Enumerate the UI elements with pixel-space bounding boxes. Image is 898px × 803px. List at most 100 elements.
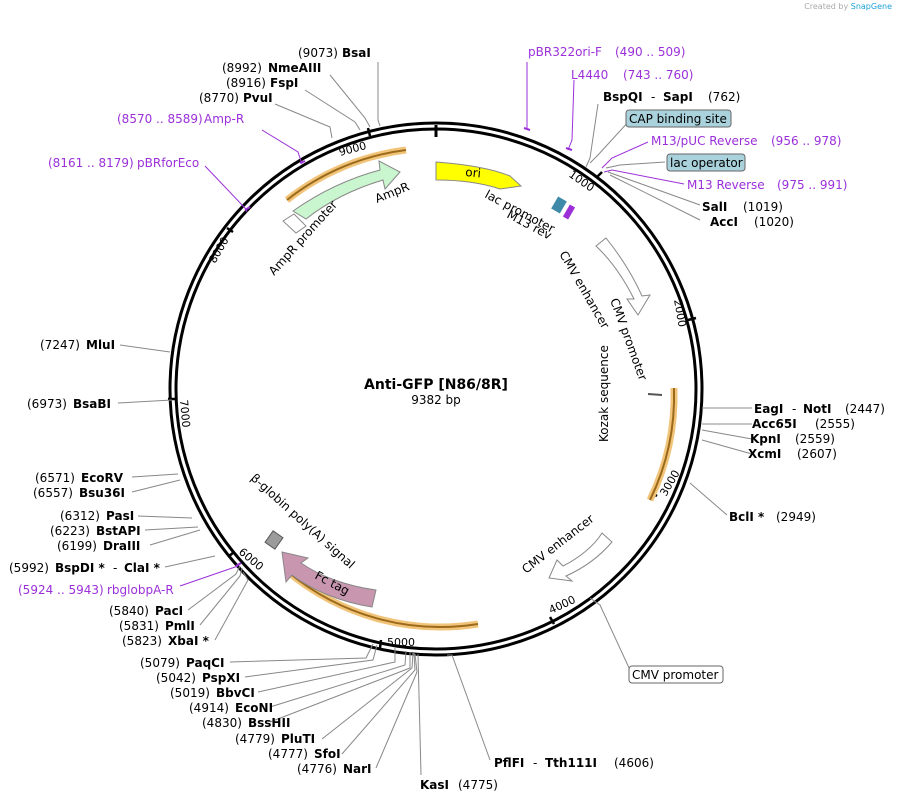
enzyme-pspxi: PspXI	[202, 671, 240, 685]
enzyme-bsu36i: Bsu36I	[79, 486, 125, 500]
cmv-enhancer-feature	[595, 237, 651, 316]
primer-m13-reverse: M13 Reverse	[687, 178, 765, 192]
pos-bspdi: (5992)	[9, 561, 49, 575]
cmv-enhancer2-feature	[548, 532, 613, 582]
enzyme-nmeaiii: NmeAIII	[268, 61, 321, 75]
pos-pasi: (6312)	[60, 509, 100, 523]
primer-pbrforeco: pBRforEco	[137, 156, 199, 170]
enzyme-fspi: FspI	[270, 76, 298, 90]
enzyme-xbai: XbaI *	[168, 634, 210, 648]
pos-bspqi: (762)	[708, 90, 740, 104]
pos-bcli: (2949)	[776, 510, 816, 524]
primer-m13-puc-reverse: M13/pUC Reverse	[651, 134, 758, 148]
enzyme-leader-lines	[117, 62, 753, 776]
ampr-promoter-feature	[282, 213, 307, 234]
bglobin-feature	[264, 530, 284, 550]
enzyme-noti: NotI	[803, 402, 832, 416]
pos-acci: (1020)	[754, 215, 794, 229]
lac-promoter-feature	[551, 196, 567, 214]
enzyme-paci: PacI	[155, 604, 183, 618]
pos-nari: (4776)	[297, 762, 337, 776]
enzyme-sali: SalI	[702, 200, 727, 214]
enzyme-bbvci: BbvCI	[216, 686, 255, 700]
primer-rbglobpa-r: rbglobpA-R	[107, 583, 174, 597]
enzyme-acc65i: Acc65I	[752, 417, 797, 431]
kozak-label: Kozak sequence	[597, 345, 611, 442]
pos-mlui: (7247)	[40, 338, 80, 352]
enzyme-labels: (9073) BsaI (8992) NmeAIII (8916) FspI (…	[9, 46, 885, 792]
pos-econi: (4914)	[189, 701, 229, 715]
enzyme-acci: AccI	[710, 215, 738, 229]
pos-xcmi: (2607)	[797, 447, 837, 461]
boxed-labels: CAP binding site lac operator CMV promot…	[625, 109, 746, 684]
orf-arc-right-core	[649, 387, 676, 501]
tick-label-2000: 2000	[671, 298, 689, 328]
enzyme-econi: EcoNI	[235, 701, 273, 715]
svg-text:-: -	[792, 402, 796, 416]
created-by: Created by SnapGene	[804, 2, 892, 11]
ori-label: ori	[465, 165, 482, 180]
enzyme-pluti: PluTI	[281, 732, 315, 746]
pos-bstapi: (6223)	[50, 524, 90, 538]
enzyme-bsabi: BsaBI	[73, 397, 111, 411]
enzyme-nari: NarI	[343, 762, 372, 776]
enzyme-paqci: PaqCI	[186, 656, 224, 670]
cap-binding-site-label: CAP binding site	[629, 112, 727, 126]
pos-nmeaiii: (8992)	[222, 61, 262, 75]
pos-xbai: (5823)	[122, 634, 162, 648]
pos-bsu36i: (6557)	[33, 486, 73, 500]
enzyme-sapi: SapI	[663, 90, 693, 104]
pos-bbvci: (5019)	[170, 686, 210, 700]
pos-pspxi: (5042)	[156, 671, 196, 685]
orf-arc-top-core	[286, 149, 407, 201]
plasmid-size: 9382 bp	[411, 393, 461, 407]
ampr-feature	[292, 160, 401, 220]
orf-arc-bottom-core	[286, 570, 479, 628]
cmv-promoter-box-label: CMV promoter	[632, 668, 719, 682]
backbone-outer	[168, 121, 704, 657]
primer-l4440-range: (743 .. 760)	[623, 68, 693, 82]
tick-label-7000: 7000	[177, 399, 192, 428]
primer-m13-puc-reverse-range: (956 .. 978)	[771, 134, 841, 148]
pos-bsabi: (6973)	[27, 397, 67, 411]
enzyme-draiii: DraIII	[103, 539, 140, 553]
enzyme-tth111i: Tth111I	[545, 756, 597, 770]
pos-pflfi: (4606)	[614, 756, 654, 770]
primer-m13-reverse-range: (975 .. 991)	[777, 178, 847, 192]
enzyme-bspqi: BspQI	[603, 90, 643, 104]
enzyme-kasi: KasI	[420, 778, 449, 792]
cmv-promoter-label: CMV promoter	[607, 296, 650, 382]
pos-paqci: (5079)	[140, 656, 180, 670]
enzyme-bsshii: BssHII	[248, 716, 290, 730]
primer-rbglobpa-r-range: (5924 .. 5943)	[18, 583, 104, 597]
pos-paci: (5840)	[109, 604, 149, 618]
enzyme-pmli: PmlI	[165, 619, 195, 633]
pos-pvui: (8770)	[199, 91, 239, 105]
pos-kpni: (2559)	[795, 432, 835, 446]
pos-ecorv: (6571)	[35, 471, 75, 485]
enzyme-mlui: MluI	[86, 338, 115, 352]
pos-pluti: (4779)	[235, 732, 275, 746]
pos-bsshii: (4830)	[202, 716, 242, 730]
lac-operator-label: lac operator	[670, 156, 743, 170]
enzyme-bsai: BsaI	[342, 46, 371, 60]
primer-labels: pBR322ori-F (490 .. 509) L4440 (743 .. 7…	[18, 45, 847, 597]
enzyme-ecorv: EcoRV	[81, 471, 124, 485]
enzyme-pasi: PasI	[106, 509, 134, 523]
ori-feature	[435, 161, 523, 190]
enzyme-sfoi: SfoI	[314, 747, 341, 761]
pos-draiii: (6199)	[57, 539, 97, 553]
enzyme-bspdi: BspDI *	[55, 561, 105, 575]
ampr-label: AmpR	[373, 179, 411, 205]
cmv-enhancer-label: CMV enhancer	[556, 249, 612, 332]
pos-kasi: (4775)	[458, 778, 498, 792]
primer-leader-lines	[179, 62, 685, 587]
tick-label-5000: 5000	[387, 636, 415, 649]
pos-pmli: (5831)	[119, 619, 159, 633]
pos-bsai: (9073)	[298, 46, 338, 60]
pos-eagi: (2447)	[845, 402, 885, 416]
svg-text:-: -	[651, 90, 655, 104]
enzyme-pvui: PvuI	[243, 91, 273, 105]
primer-pbr322ori-f-range: (490 .. 509)	[615, 45, 685, 59]
pos-sali: (1019)	[743, 200, 783, 214]
